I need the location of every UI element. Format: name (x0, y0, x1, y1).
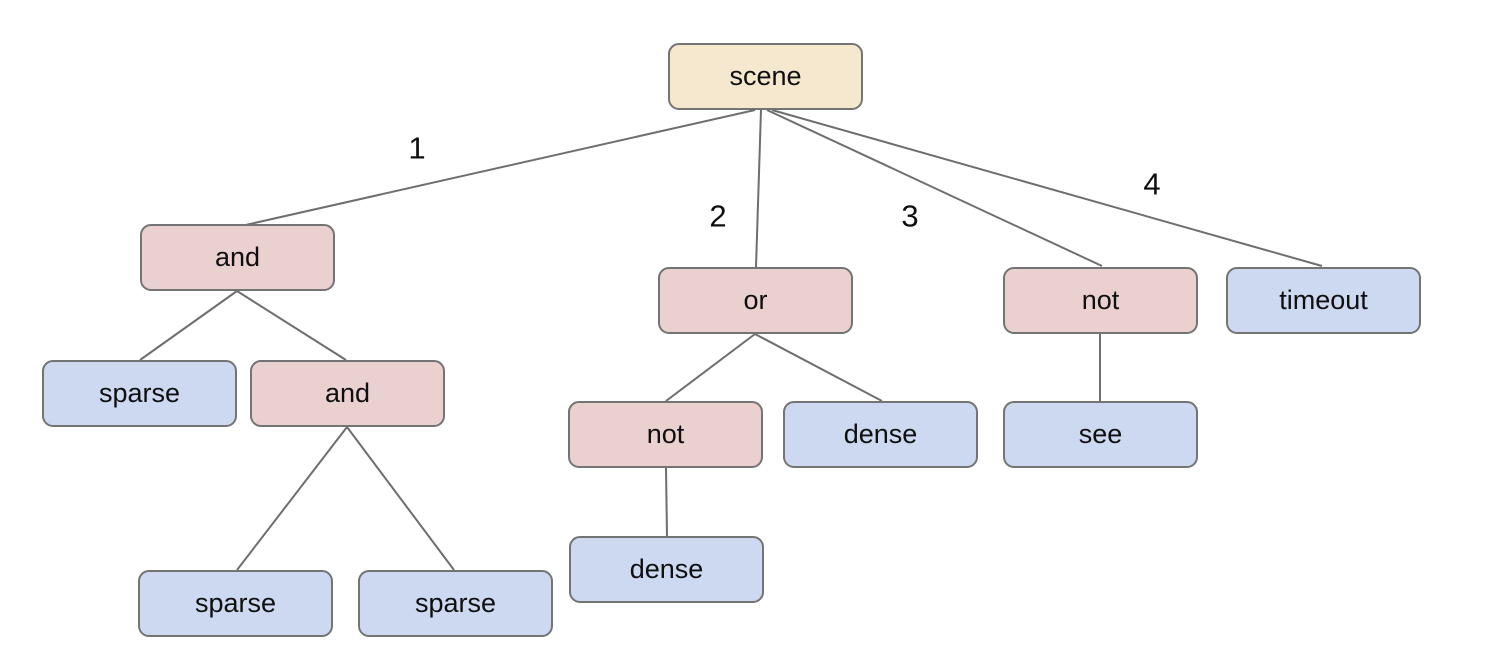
edge-and1-and2 (236, 290, 347, 361)
edge-and1-sparse1 (139, 290, 238, 361)
edge-label-3: 3 (901, 199, 918, 234)
edge-or1-dense1 (754, 333, 883, 402)
edge-or1-not2 (665, 333, 756, 402)
edge-label-2: 2 (709, 199, 726, 234)
tree-node-dense2: dense (569, 536, 764, 603)
edge-label-4: 4 (1143, 167, 1160, 202)
node-label: dense (629, 554, 704, 584)
edge-scene-timeout1 (771, 109, 1323, 267)
node-label: not (646, 419, 685, 449)
tree-node-not1: not (1003, 267, 1198, 334)
tree-node-and1: and (140, 224, 335, 291)
tree-node-dense1: dense (783, 401, 978, 468)
tree-node-or1: or (658, 267, 853, 334)
node-label: sparse (98, 378, 181, 408)
node-label: and (214, 242, 261, 272)
edge-scene-not1 (766, 109, 1103, 267)
tree-node-see1: see (1003, 401, 1198, 468)
edge-label-1: 1 (408, 131, 425, 166)
tree-node-sparse3: sparse (358, 570, 553, 637)
tree-node-not2: not (568, 401, 763, 468)
node-label: timeout (1279, 285, 1368, 315)
edge-not2-dense2 (665, 467, 668, 537)
node-label: scene (729, 61, 802, 91)
node-label: or (743, 285, 768, 315)
node-label: sparse (194, 588, 277, 618)
node-label: and (324, 378, 371, 408)
node-label: dense (843, 419, 918, 449)
tree-node-sparse1: sparse (42, 360, 237, 427)
node-label: see (1078, 419, 1123, 449)
tree-node-timeout1: timeout (1226, 267, 1421, 334)
edge-and2-sparse2 (236, 426, 348, 571)
edge-and2-sparse3 (346, 426, 455, 571)
node-label: not (1081, 285, 1120, 315)
node-label: sparse (414, 588, 497, 618)
edge-scene-and1 (240, 109, 756, 227)
tree-node-sparse2: sparse (138, 570, 333, 637)
edge-scene-or1 (755, 109, 762, 268)
tree-node-and2: and (250, 360, 445, 427)
tree-node-scene: scene (668, 43, 863, 110)
